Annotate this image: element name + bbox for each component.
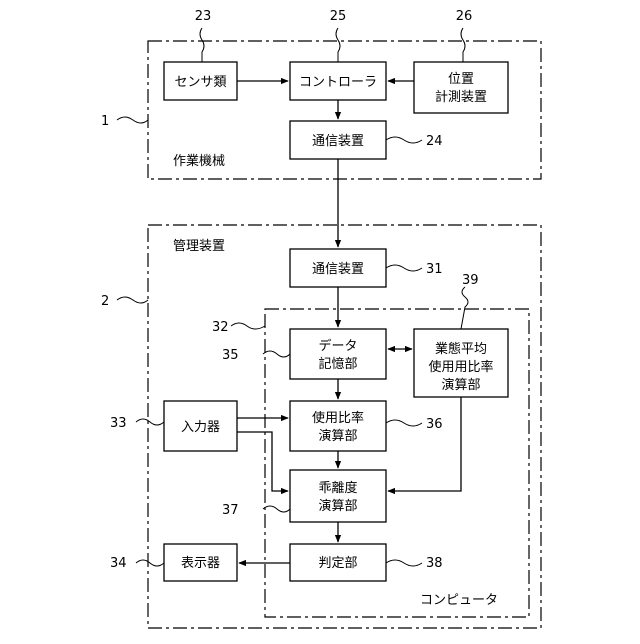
leader-38 bbox=[386, 560, 422, 566]
leader-31 bbox=[386, 265, 422, 271]
leader-2 bbox=[117, 297, 148, 303]
deviation-label-1: 乖離度 bbox=[318, 480, 357, 496]
arrow-input-to-deviation bbox=[237, 432, 288, 491]
sensors-label: センサ類 bbox=[174, 75, 226, 90]
ref-33: 33 bbox=[110, 416, 127, 431]
computer-label: コンピュータ bbox=[420, 593, 498, 608]
ref-23: 23 bbox=[195, 9, 212, 24]
leader-24 bbox=[386, 137, 422, 143]
ref-2: 2 bbox=[101, 294, 109, 309]
ref-35: 35 bbox=[222, 348, 239, 363]
data-storage-label-1: データ bbox=[318, 338, 357, 354]
display-label: 表示器 bbox=[181, 556, 220, 571]
arrow-industry-avg-to-deviation bbox=[388, 397, 461, 491]
leader-37 bbox=[263, 506, 290, 512]
ref-24: 24 bbox=[426, 134, 443, 149]
ref-36: 36 bbox=[426, 417, 443, 432]
ref-34: 34 bbox=[110, 556, 127, 571]
management-device-label: 管理装置 bbox=[173, 239, 225, 254]
leader-39 bbox=[461, 287, 468, 329]
leader-23 bbox=[200, 28, 204, 62]
leader-35 bbox=[263, 351, 290, 357]
ref-25: 25 bbox=[330, 9, 347, 24]
ref-39: 39 bbox=[462, 273, 479, 288]
ref-32: 32 bbox=[212, 320, 229, 335]
ref-26: 26 bbox=[456, 9, 473, 24]
leader-26 bbox=[461, 28, 465, 62]
work-machine-label: 作業機械 bbox=[173, 153, 225, 169]
input-device-label: 入力器 bbox=[181, 420, 220, 435]
deviation-box bbox=[290, 470, 386, 522]
ref-37: 37 bbox=[222, 503, 239, 518]
position-meter-box bbox=[414, 62, 508, 113]
data-storage-label-2: 記憶部 bbox=[318, 356, 357, 372]
comm-mgmt-label: 通信装置 bbox=[312, 262, 364, 277]
position-meter-label-2: 計測装置 bbox=[435, 89, 487, 105]
usage-ratio-label-1: 使用比率 bbox=[312, 410, 364, 426]
leader-33 bbox=[136, 419, 164, 425]
leader-36 bbox=[386, 420, 422, 426]
position-meter-label-1: 位置 bbox=[448, 72, 474, 87]
leader-34 bbox=[136, 560, 164, 566]
controller-label: コントローラ bbox=[299, 75, 377, 90]
ref-38: 38 bbox=[426, 556, 443, 571]
leader-32 bbox=[231, 323, 265, 329]
ref-1: 1 bbox=[101, 114, 109, 129]
deviation-label-2: 演算部 bbox=[318, 498, 357, 514]
industry-avg-label-3: 演算部 bbox=[441, 377, 480, 393]
leader-25 bbox=[336, 28, 340, 62]
comm-machine-label: 通信装置 bbox=[312, 134, 364, 149]
judgment-label: 判定部 bbox=[318, 556, 357, 571]
industry-avg-label-2: 使用用比率 bbox=[428, 359, 493, 375]
usage-ratio-label-2: 演算部 bbox=[318, 428, 357, 444]
industry-avg-label-1: 業態平均 bbox=[435, 341, 487, 357]
leader-1 bbox=[117, 117, 148, 123]
ref-31: 31 bbox=[426, 262, 443, 277]
